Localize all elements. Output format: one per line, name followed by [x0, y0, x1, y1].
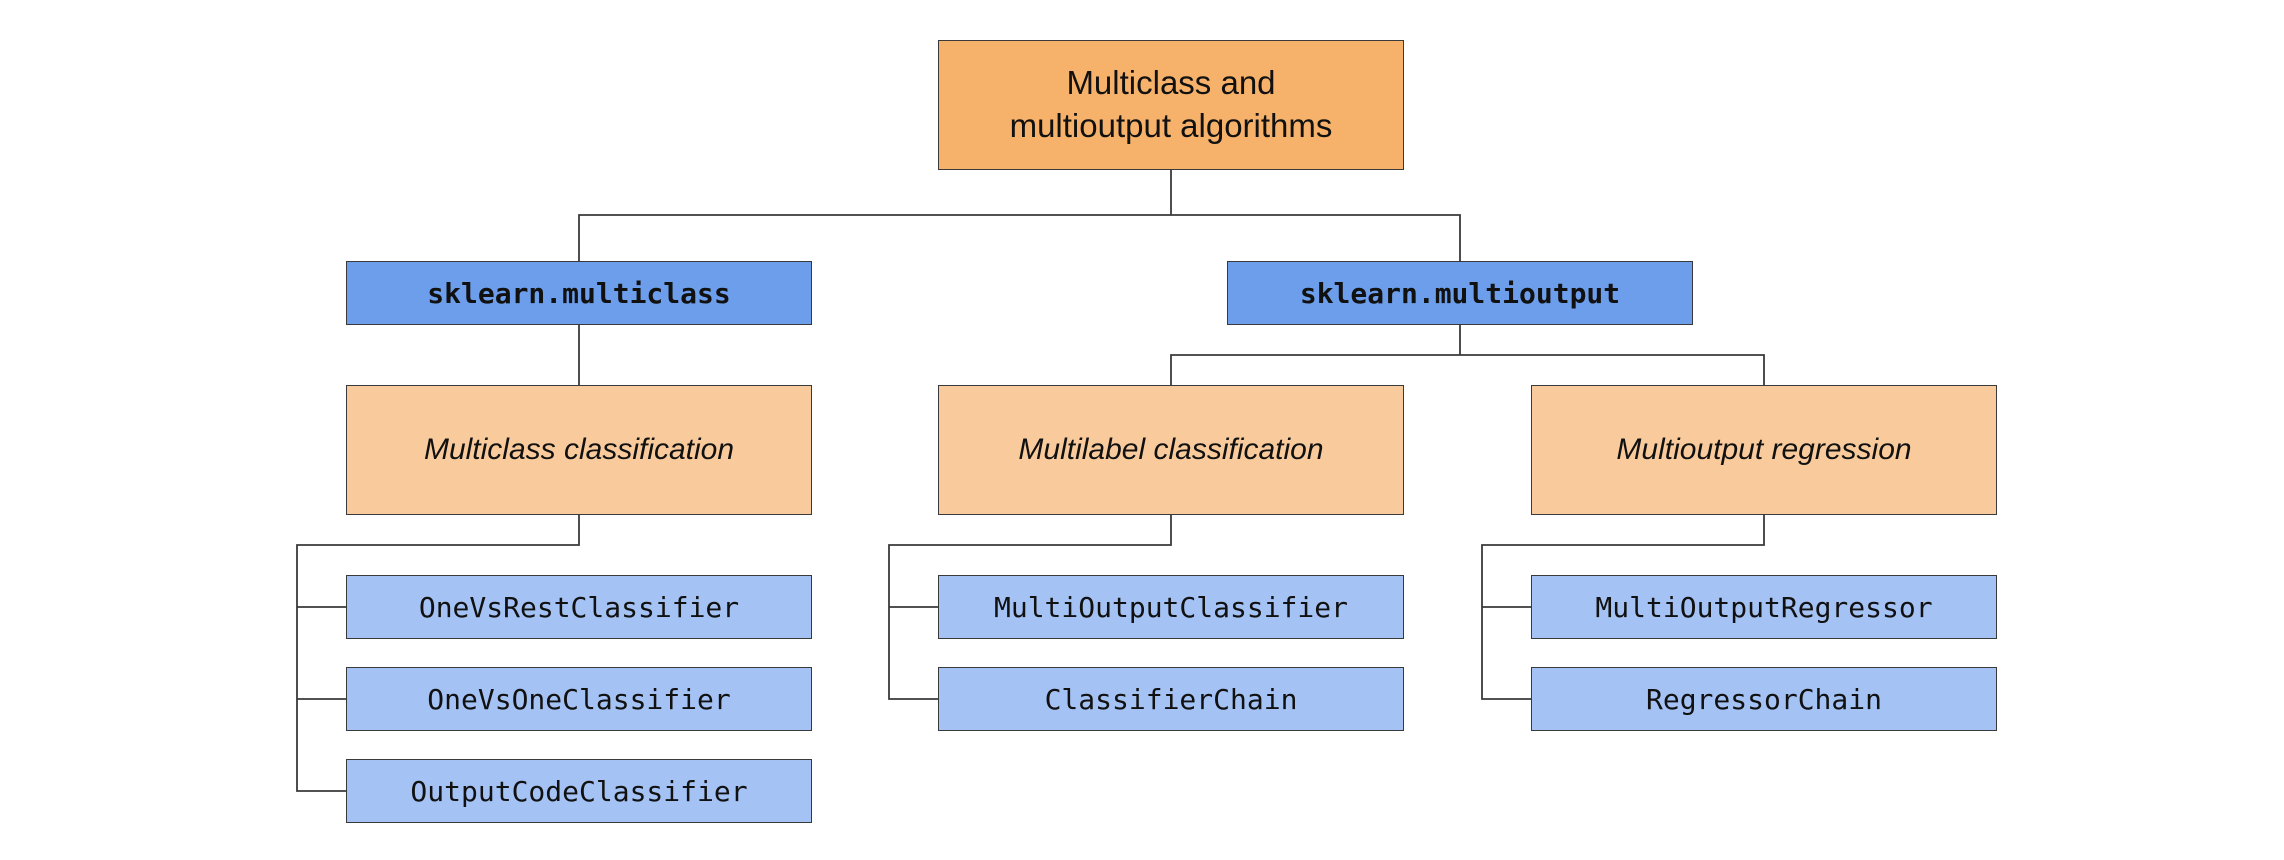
estimator-label: OutputCodeClassifier — [410, 774, 748, 808]
estimator-label: OneVsRestClassifier — [418, 590, 740, 624]
estimator-onevsrestclassifier: OneVsRestClassifier — [346, 575, 812, 639]
category-label: Multilabel classification — [1018, 433, 1324, 466]
estimator-label: OneVsOneClassifier — [427, 682, 731, 716]
connector-multioutput-module-to-categories — [1170, 354, 1765, 385]
connector-multiclass-estimators — [296, 515, 580, 792]
root-title-line2: multioutput algorithms — [1009, 107, 1333, 144]
root-title-line1: Multiclass and — [1066, 64, 1276, 102]
connector-regression-estimators — [1481, 515, 1765, 700]
connector-multilabel-estimators — [888, 515, 1172, 700]
module-sklearn-multioutput: sklearn.multioutput — [1227, 261, 1693, 325]
category-multilabel-classification: Multilabel classification — [938, 385, 1404, 515]
estimator-regressorchain: RegressorChain — [1531, 667, 1997, 731]
connector-root-to-modules — [578, 214, 1461, 261]
module-label: sklearn.multioutput — [1299, 276, 1621, 310]
estimator-label: RegressorChain — [1645, 682, 1882, 716]
estimator-multioutputclassifier: MultiOutputClassifier — [938, 575, 1404, 639]
category-multioutput-regression: Multioutput regression — [1531, 385, 1997, 515]
category-label: Multioutput regression — [1616, 433, 1912, 466]
estimator-onevsoneclassifier: OneVsOneClassifier — [346, 667, 812, 731]
estimator-outputcodeclassifier: OutputCodeClassifier — [346, 759, 812, 823]
estimator-classifierchain: ClassifierChain — [938, 667, 1404, 731]
category-label: Multiclass classification — [423, 433, 735, 466]
module-sklearn-multiclass: sklearn.multiclass — [346, 261, 812, 325]
estimator-label: ClassifierChain — [1044, 682, 1298, 716]
estimator-label: MultiOutputRegressor — [1595, 590, 1933, 624]
category-multiclass-classification: Multiclass classification — [346, 385, 812, 515]
root-node: Multiclass and multioutput algorithms — [938, 40, 1404, 170]
module-label: sklearn.multiclass — [427, 276, 731, 310]
estimator-multioutputregressor: MultiOutputRegressor — [1531, 575, 1997, 639]
estimator-label: MultiOutputClassifier — [993, 590, 1348, 624]
